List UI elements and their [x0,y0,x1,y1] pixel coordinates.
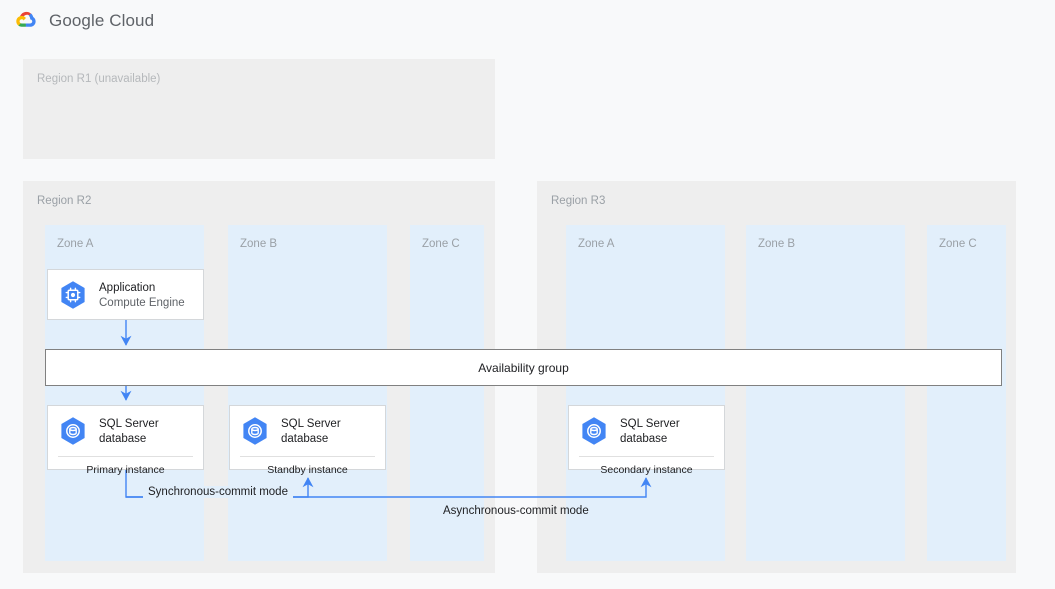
standby-db-title: SQL Server database [281,418,341,445]
secondary-db-divider [579,456,714,457]
availability-group-label: Availability group [478,360,569,375]
standby-db-footer: Standby instance [267,464,348,476]
region-r1: Region R1 (unavailable) [23,59,495,159]
application-card-text: Application Compute Engine [99,280,185,310]
zone-r3-a: Zone A [566,225,725,561]
zone-r2-a-label: Zone A [57,238,94,250]
zone-r3-c-label: Zone C [939,238,977,250]
node-primary-db[interactable]: SQL Server database Primary instance [47,405,204,476]
application-subtitle: Compute Engine [99,297,185,309]
sql-server-database-icon [239,415,271,447]
node-standby-db[interactable]: SQL Server database Standby instance [229,405,386,476]
region-r3-label: Region R3 [551,195,606,207]
node-secondary-db[interactable]: SQL Server database Secondary instance [568,405,725,476]
primary-db-card-body: SQL Server database [48,406,203,456]
zone-r2-c-label: Zone C [422,238,460,250]
zone-r2-b: Zone B [228,225,387,561]
zone-r3-b: Zone B [746,225,905,561]
zone-r3-a-label: Zone A [578,238,615,250]
primary-db-title: SQL Server database [99,418,159,445]
region-r1-label: Region R1 (unavailable) [37,73,161,85]
region-r2-label: Region R2 [37,195,92,207]
zone-r3-c: Zone C [927,225,1006,561]
async-commit-mode-label: Asynchronous-commit mode [443,505,589,517]
standby-db-card-text: SQL Server database [281,416,341,446]
zone-r3-b-label: Zone B [758,238,796,250]
application-title: Application [99,282,156,294]
google-cloud-logo-icon [14,8,40,34]
standby-db-card-body: SQL Server database [230,406,385,456]
secondary-db-title: SQL Server database [620,418,680,445]
google-cloud-wordmark: Google Cloud [49,11,155,30]
application-card-body: Application Compute Engine [48,270,203,320]
primary-db-card-text: SQL Server database [99,416,159,446]
secondary-db-footer: Secondary instance [600,464,693,476]
standby-db-divider [240,456,375,457]
sql-server-database-icon [578,415,610,447]
secondary-db-card-body: SQL Server database [569,406,724,456]
zone-r2-c: Zone C [410,225,484,561]
node-application[interactable]: Application Compute Engine [47,269,204,320]
sync-commit-mode-label: Synchronous-commit mode [143,486,293,498]
compute-engine-icon [57,279,89,311]
sql-server-database-icon [57,415,89,447]
zone-r2-b-label: Zone B [240,238,278,250]
primary-db-divider [58,456,193,457]
page-header: Google Cloud [0,0,1055,42]
secondary-db-card-text: SQL Server database [620,416,680,446]
availability-group-bar[interactable]: Availability group [45,349,1002,386]
primary-db-footer: Primary instance [86,464,165,476]
